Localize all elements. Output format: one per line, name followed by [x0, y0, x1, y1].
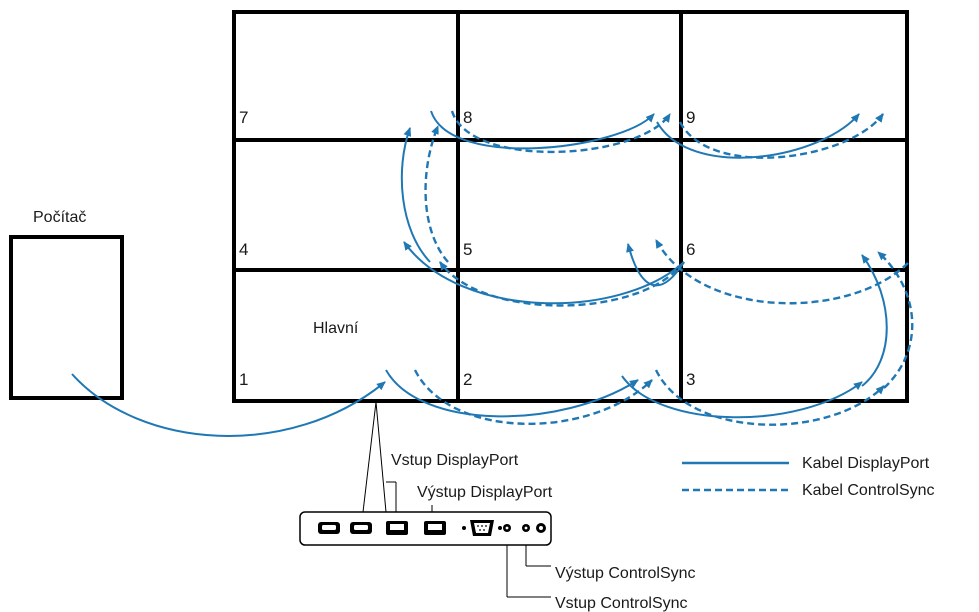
panel-number-6: 6	[686, 240, 695, 259]
panel-number-1: 1	[239, 370, 248, 389]
panel-number-7: 7	[239, 108, 248, 127]
dp-cable-5-to-4	[403, 241, 685, 305]
panel-number-3: 3	[686, 370, 695, 389]
dp-cable-2-to-3	[621, 375, 863, 419]
hdmi-port-1	[318, 522, 340, 534]
cs-cable-1-to-2	[413, 369, 653, 425]
cs-cable-8-to-9	[678, 113, 884, 159]
controlsync-in-label: Vstup ControlSync	[555, 595, 688, 612]
audio-port	[536, 523, 546, 533]
controlsync-out-port	[522, 524, 530, 532]
main-monitor-label: Hlavní	[313, 320, 359, 337]
panel-number-9: 9	[686, 108, 695, 127]
displayport-in-port	[386, 521, 408, 535]
panel-number-5: 5	[463, 240, 472, 259]
cs-cable-4-to-7	[424, 125, 449, 263]
cs-cable-2-to-3	[654, 369, 885, 426]
dp-cable-4-to-7	[400, 127, 431, 263]
cs-cable-5-to-4	[439, 261, 685, 307]
legend: Kabel DisplayPort Kabel ControlSync	[682, 455, 935, 499]
panel-number-2: 2	[463, 370, 472, 389]
rear-port-panel	[299, 511, 552, 546]
displayport-out-label: Výstup DisplayPort	[417, 484, 553, 501]
wall-frame	[232, 10, 909, 403]
dp-cable-1-to-2	[385, 369, 639, 418]
displayport-in-label: Vstup DisplayPort	[391, 452, 519, 469]
dp-cable-6-to-5	[626, 243, 685, 287]
panel-number-8: 8	[463, 108, 472, 127]
controlsync-cables	[413, 110, 914, 426]
legend-solid-label: Kabel DisplayPort	[802, 455, 930, 472]
computer-label: Počítač	[33, 209, 86, 226]
displayport-cables	[71, 110, 888, 437]
hdmi-port-2	[350, 522, 372, 534]
vga-port	[462, 520, 502, 536]
cs-cable-7-to-8	[450, 110, 672, 154]
legend-dashed-label: Kabel ControlSync	[802, 482, 935, 499]
cs-cable-3-to-6	[877, 251, 914, 389]
dp-cable-7-to-8	[430, 110, 655, 150]
dp-cable-3-to-6	[861, 254, 888, 387]
displayport-out-port	[424, 521, 446, 535]
video-wall	[232, 10, 909, 403]
controlsync-in-port	[503, 524, 511, 532]
cs-cable-6-to-5	[654, 239, 909, 305]
panel-number-4: 4	[239, 240, 248, 259]
dp-cable-8-to-9	[656, 113, 860, 159]
computer-box	[9, 235, 124, 400]
controlsync-out-label: Výstup ControlSync	[555, 565, 696, 582]
dp-cable-pc-to-1	[71, 373, 386, 437]
